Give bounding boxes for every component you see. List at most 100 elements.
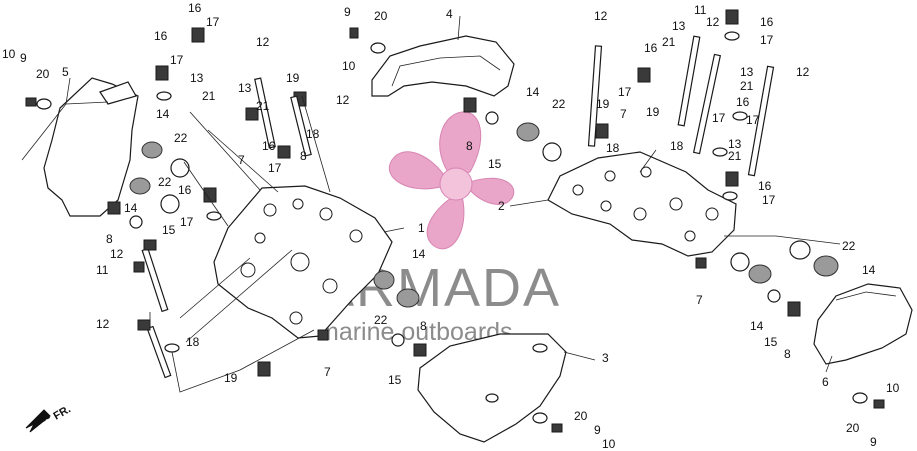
- callout-16: 16: [188, 1, 202, 15]
- callout-19: 19: [286, 71, 300, 85]
- callout-8: 8: [106, 232, 113, 246]
- callout-17: 17: [170, 53, 184, 67]
- callout-20: 20: [574, 409, 588, 423]
- callout-13: 13: [728, 137, 742, 151]
- callout-14: 14: [862, 263, 876, 277]
- seal-icon: [396, 288, 420, 308]
- callout-7: 7: [238, 153, 245, 167]
- part-3-cover-boss: [532, 343, 548, 353]
- callout-11: 11: [96, 263, 109, 277]
- callout-10: 10: [342, 59, 356, 73]
- callout-21: 21: [202, 89, 216, 103]
- callout-13: 13: [238, 81, 252, 95]
- callout-8: 8: [784, 347, 791, 361]
- washer-icon: [724, 31, 740, 41]
- callout-17: 17: [746, 113, 760, 127]
- plug-icon: [107, 201, 121, 215]
- callout-17: 17: [712, 111, 726, 125]
- stud-bolt-icon: [747, 65, 775, 177]
- callout-12: 12: [796, 65, 810, 79]
- cap-nut-icon: [725, 9, 739, 25]
- callout-14: 14: [124, 201, 138, 215]
- stud-bolt-icon: [290, 95, 312, 157]
- callout-11: 11: [694, 3, 707, 17]
- callout-18: 18: [670, 139, 684, 153]
- bolt-icon: [551, 423, 563, 433]
- callout-13: 13: [190, 71, 204, 85]
- callout-8: 8: [420, 319, 427, 333]
- callout-17: 17: [180, 215, 194, 229]
- callout-15: 15: [764, 335, 778, 349]
- callout-7: 7: [324, 365, 331, 379]
- callout-9: 9: [344, 5, 351, 19]
- callout-14: 14: [526, 85, 540, 99]
- arrow-down-left-icon: [25, 409, 51, 433]
- washer-icon: [370, 42, 386, 54]
- plug-icon: [129, 215, 143, 229]
- cap-nut-icon: [257, 361, 271, 377]
- callout-1: 1: [418, 221, 425, 235]
- bolt-icon: [137, 319, 151, 331]
- callout-21: 21: [256, 99, 270, 113]
- stud-bolt-icon: [146, 325, 172, 379]
- callout-12: 12: [706, 15, 720, 29]
- callout-16: 16: [262, 139, 276, 153]
- callout-17: 17: [206, 15, 220, 29]
- callout-17: 17: [268, 161, 282, 175]
- washer-icon: [732, 111, 748, 121]
- seal-icon: [813, 255, 839, 277]
- callout-8: 8: [466, 139, 473, 153]
- callout-22: 22: [158, 175, 172, 189]
- callout-16: 16: [758, 179, 772, 193]
- callout-16: 16: [644, 41, 658, 55]
- cap-nut-icon: [595, 123, 609, 139]
- callout-9: 9: [594, 423, 601, 437]
- bolt-icon: [25, 97, 37, 107]
- plug-icon: [485, 111, 499, 125]
- o-ring-icon: [170, 158, 190, 178]
- callout-14: 14: [156, 107, 170, 121]
- callout-6: 6: [822, 375, 829, 389]
- callout-18: 18: [306, 127, 320, 141]
- bolt-icon: [317, 329, 329, 341]
- washer-icon: [156, 91, 172, 101]
- callout-5: 5: [62, 65, 69, 79]
- callout-12: 12: [256, 35, 270, 49]
- plug-icon: [787, 301, 801, 317]
- callout-21: 21: [662, 35, 676, 49]
- callout-22: 22: [552, 97, 566, 111]
- callout-2: 2: [498, 199, 505, 213]
- washer-icon: [164, 343, 180, 353]
- part-6-cover-right: [813, 283, 913, 365]
- front-direction-indicator: FR.: [25, 403, 73, 433]
- washer-icon: [712, 147, 728, 157]
- part-6-cover-edge: [835, 291, 897, 301]
- callout-15: 15: [488, 157, 502, 171]
- cap-nut-icon: [203, 187, 217, 203]
- stud-bolt-icon: [587, 45, 603, 147]
- hardware-small-parts: [25, 9, 885, 433]
- stud-bolt-icon: [677, 35, 701, 127]
- callout-labels: 1 2 3 4 5 6 7 7 7 7 8 8 8 8 8 9 9 9 9 10…: [2, 1, 900, 451]
- bolt-icon: [873, 399, 885, 409]
- bolt-icon: [695, 257, 707, 269]
- plug-icon: [413, 343, 427, 357]
- callout-20: 20: [36, 67, 50, 81]
- callout-18: 18: [606, 141, 620, 155]
- plug-icon: [391, 333, 405, 347]
- cap-nut-icon: [637, 67, 651, 83]
- seal-icon: [748, 264, 772, 284]
- washer-icon: [722, 191, 738, 201]
- seal-icon: [373, 270, 395, 290]
- stud-bolt-icon: [254, 77, 276, 149]
- callout-15: 15: [162, 223, 176, 237]
- part-5-cover-tab: [99, 81, 137, 105]
- direction-label: FR.: [52, 403, 73, 422]
- cap-nut-icon: [245, 107, 259, 121]
- seal-icon: [516, 122, 540, 142]
- callout-9: 9: [20, 51, 27, 65]
- seal-icon: [141, 141, 163, 159]
- callout-17: 17: [762, 193, 776, 207]
- callout-16: 16: [154, 29, 168, 43]
